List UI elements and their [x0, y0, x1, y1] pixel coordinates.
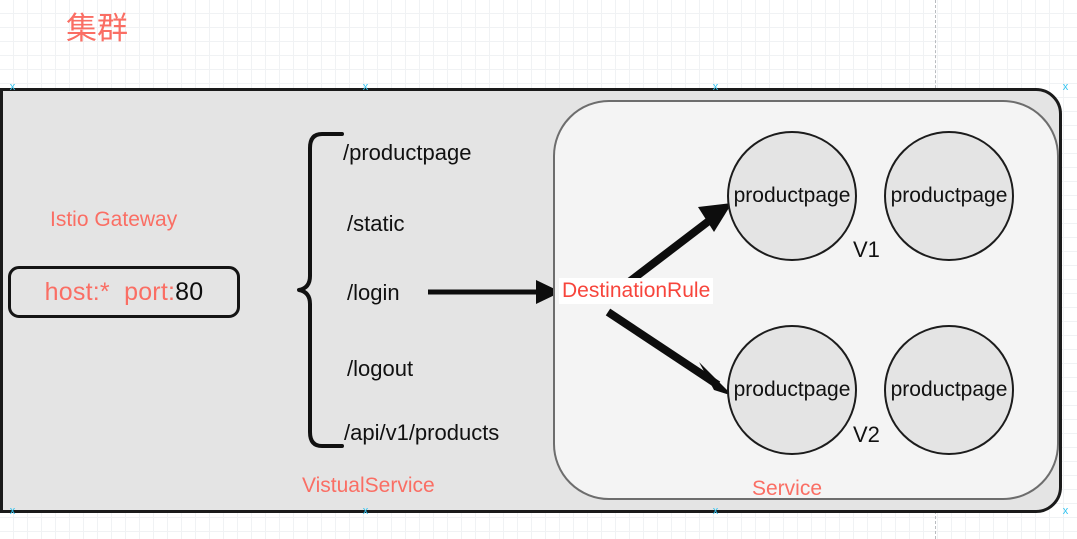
gateway-port-value: 80	[175, 277, 204, 306]
route-item: /logout	[347, 356, 414, 381]
version-label-v1: V1	[853, 237, 880, 262]
virtualservice-label: VistualService	[302, 474, 435, 497]
pod-productpage-v1-a[interactable]: productpage	[727, 131, 857, 261]
selection-handle[interactable]: x	[9, 505, 16, 517]
selection-handle[interactable]: x	[712, 505, 719, 517]
istio-gateway-label: Istio Gateway	[50, 208, 178, 231]
pod-label: productpage	[890, 378, 1008, 401]
route-item: /static	[347, 211, 405, 236]
pod-productpage-v2-a[interactable]: productpage	[727, 325, 857, 455]
selection-handle[interactable]: x	[1062, 505, 1069, 517]
selection-handle[interactable]: x	[362, 505, 369, 517]
gateway-config-box[interactable]: host:* port:80	[8, 266, 240, 318]
pod-productpage-v1-b[interactable]: productpage	[884, 131, 1014, 261]
version-label-v2: V2	[853, 422, 880, 447]
selection-handle[interactable]: x	[362, 81, 369, 93]
selection-handle[interactable]: x	[1062, 81, 1069, 93]
pod-label: productpage	[733, 184, 851, 207]
pod-label: productpage	[733, 378, 851, 401]
pod-productpage-v2-b[interactable]: productpage	[884, 325, 1014, 455]
selection-handle[interactable]: x	[9, 81, 16, 93]
gateway-port-label: port:	[124, 277, 176, 306]
route-to-destinationrule-arrow-icon	[428, 280, 561, 304]
selection-handle[interactable]: x	[712, 81, 719, 93]
gateway-host-value: host:*	[44, 277, 110, 306]
page-title: 集群	[66, 11, 128, 46]
route-item: /api/v1/products	[344, 420, 500, 445]
destinationrule-label: DestinationRule	[559, 278, 714, 304]
destinationrule-arrows-icon	[605, 203, 733, 396]
route-brace-icon	[297, 132, 344, 448]
pod-label: productpage	[890, 184, 1008, 207]
route-item: /productpage	[343, 140, 472, 165]
service-label: Service	[752, 477, 823, 500]
route-item: /login	[347, 280, 400, 305]
